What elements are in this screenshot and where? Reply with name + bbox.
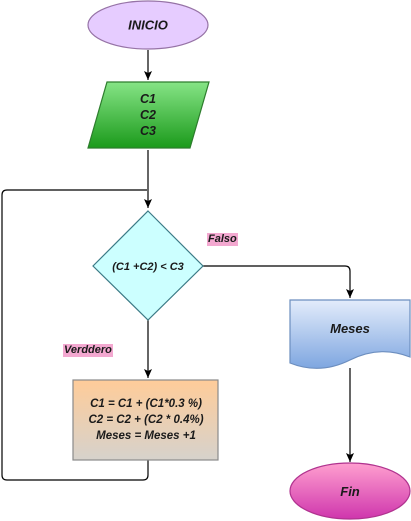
input-line-1: C1	[140, 92, 156, 106]
process-node: C1 = C1 + (C1*0.3 %) C2 = C2 + (C2 * 0.4…	[72, 379, 219, 461]
input-node: C1 C2 C3	[87, 81, 210, 149]
output-node: Meses	[289, 299, 411, 369]
process-line-1: C1 = C1 + (C1*0.3 %)	[90, 398, 202, 410]
end-node: Fin	[289, 462, 411, 520]
decision-label: (C1 +C2) < C3	[112, 261, 184, 273]
true-edge-label: Verddero	[63, 344, 113, 357]
process-line-2: C2 = C2 + (C2 * 0.4%)	[88, 414, 203, 426]
edge-loop-back	[1, 189, 149, 481]
edge-decision-false-to-output	[203, 265, 354, 298]
start-label: INICIO	[128, 18, 168, 33]
input-line-2: C2	[140, 108, 156, 122]
decision-node: (C1 +C2) < C3	[92, 210, 204, 321]
end-label: Fin	[340, 484, 360, 499]
start-node: INICIO	[87, 0, 209, 50]
process-line-3: Meses = Meses +1	[96, 430, 196, 442]
input-line-3: C3	[140, 124, 156, 138]
false-edge-label: Falso	[207, 233, 238, 246]
output-label: Meses	[330, 321, 370, 336]
